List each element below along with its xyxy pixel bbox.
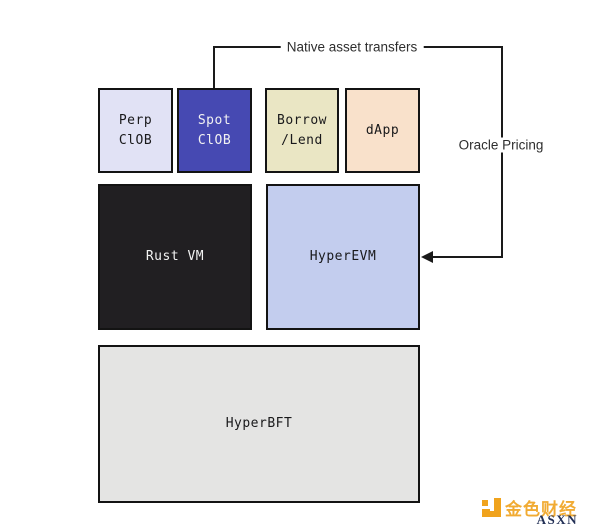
arrowhead-left-icon bbox=[421, 251, 433, 263]
dapp-box: dApp bbox=[345, 88, 420, 173]
sub-brand-text: ASXN bbox=[536, 512, 578, 527]
brand-text: 金色财经 bbox=[505, 500, 577, 520]
hyperevm-box: HyperEVM bbox=[266, 184, 420, 330]
jinse-logo-icon bbox=[482, 497, 501, 517]
perp-clob-box: Perp ClOB bbox=[98, 88, 173, 173]
watermark: 金色财经 ASXN bbox=[482, 492, 594, 528]
oracle-pricing-label: Oracle Pricing bbox=[452, 137, 550, 153]
native-transfer-oracle-path bbox=[213, 46, 503, 258]
rust-vm-box: Rust VM bbox=[98, 184, 252, 330]
borrow-lend-box: Borrow /Lend bbox=[265, 88, 339, 173]
spot-clob-box: Spot ClOB bbox=[177, 88, 252, 173]
hyperbft-box: HyperBFT bbox=[98, 345, 420, 503]
brand-row: 金色财经 bbox=[482, 495, 577, 520]
native-asset-transfers-label: Native asset transfers bbox=[280, 39, 424, 55]
